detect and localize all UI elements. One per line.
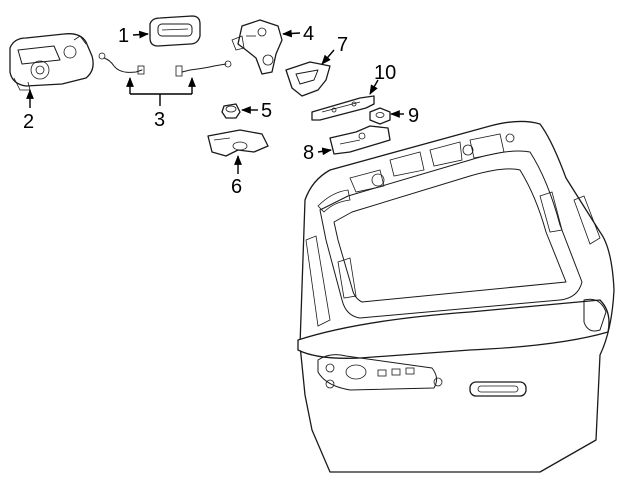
- callout-9: 9: [408, 105, 419, 127]
- callout-5: 5: [261, 100, 272, 122]
- leader-lines: [26, 29, 404, 174]
- part-7-bracket: [285, 61, 331, 97]
- part-2-actuator: [9, 33, 94, 91]
- callout-7: 7: [337, 34, 348, 56]
- callout-8: 8: [303, 142, 314, 164]
- part-3-cables: [98, 52, 232, 77]
- part-1-switch: [149, 15, 201, 47]
- part-4-latch: [231, 19, 283, 75]
- part-5-grommet: [221, 103, 241, 119]
- part-10-bracket: [311, 95, 375, 121]
- callout-2: 2: [23, 111, 34, 133]
- callout-4: 4: [303, 23, 314, 45]
- liftgate-panel: [297, 120, 615, 473]
- callout-3: 3: [154, 109, 165, 131]
- part-8-bracket: [329, 125, 391, 155]
- callout-6: 6: [231, 176, 242, 198]
- part-9-nut: [369, 107, 391, 125]
- callout-1: 1: [118, 25, 129, 47]
- callout-10: 10: [374, 62, 396, 84]
- part-6-mount: [207, 129, 269, 157]
